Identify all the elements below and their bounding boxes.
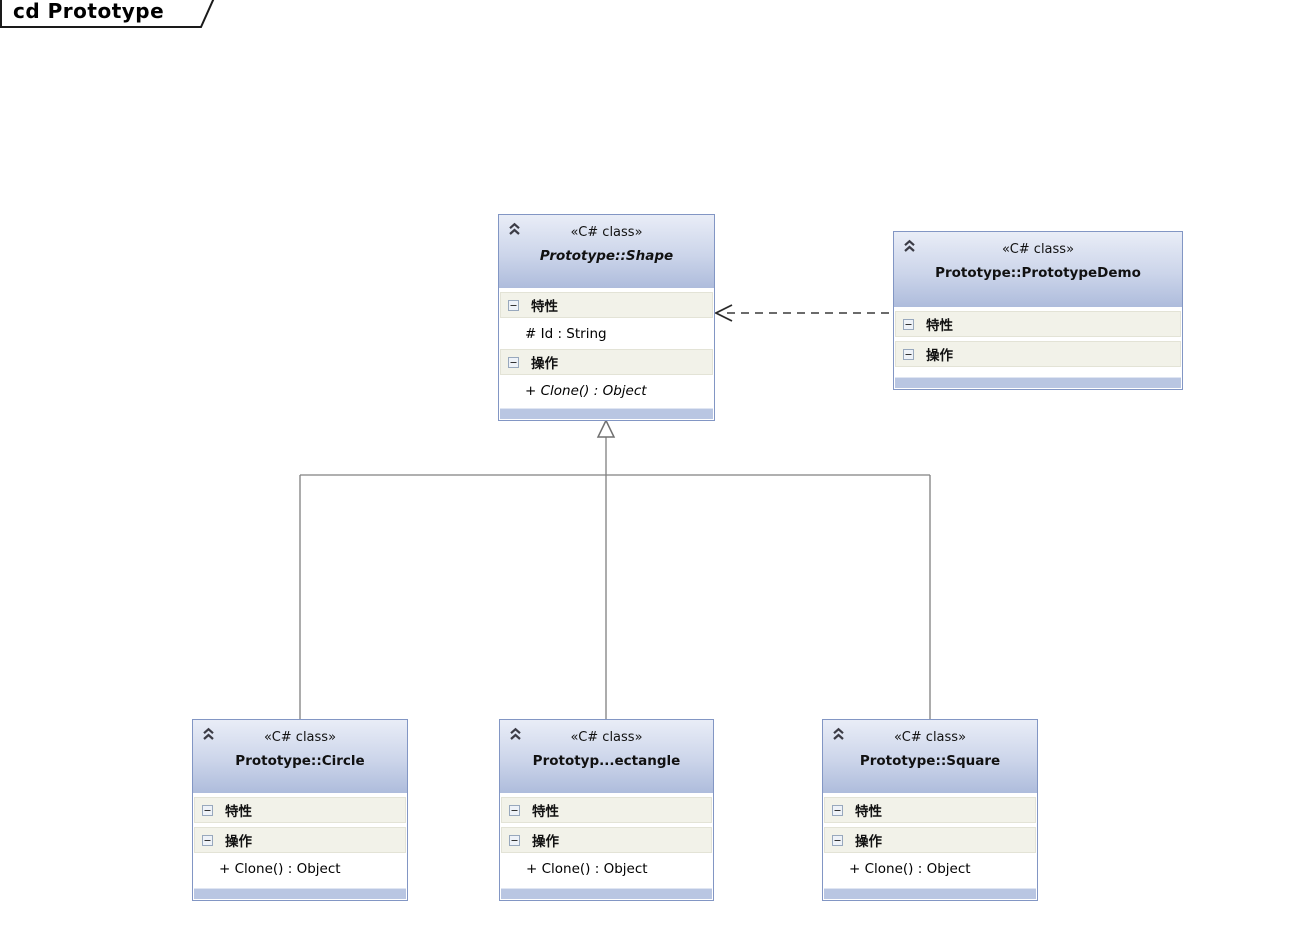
class-box-shape[interactable]: «C# class» Prototype::Shape 特性 # Id : St… xyxy=(498,214,715,421)
generalization-connector[interactable] xyxy=(299,418,931,720)
attributes-section-header[interactable]: 特性 xyxy=(895,311,1181,337)
class-box-prototype-demo[interactable]: «C# class» Prototype::PrototypeDemo 特性 操… xyxy=(893,231,1183,390)
class-box-rectangle[interactable]: «C# class» Prototyp...ectangle 特性 操作 + C… xyxy=(499,719,714,901)
minus-box-icon[interactable] xyxy=(832,804,843,816)
attributes-section-header[interactable]: 特性 xyxy=(194,797,406,823)
operations-section-label: 操作 xyxy=(225,834,252,850)
class-name: Prototype::PrototypeDemo xyxy=(935,265,1141,281)
operations-section-label: 操作 xyxy=(531,356,558,372)
operations-section-header[interactable]: 操作 xyxy=(500,349,713,375)
class-stereotype: «C# class» xyxy=(570,730,643,745)
footer-strip xyxy=(194,888,406,899)
operations-section-label: 操作 xyxy=(926,348,953,364)
class-name: Prototyp...ectangle xyxy=(532,753,681,769)
operations-section-label: 操作 xyxy=(855,834,882,850)
operation-row: + Clone() : Object xyxy=(193,855,407,882)
collapse-chevron-icon[interactable] xyxy=(831,727,846,741)
class-name: Prototype::Circle xyxy=(235,753,365,769)
class-header: «C# class» Prototype::Circle xyxy=(193,720,407,793)
attributes-section-label: 特性 xyxy=(532,804,559,820)
attributes-section-label: 特性 xyxy=(855,804,882,820)
collapse-chevron-icon[interactable] xyxy=(902,239,917,253)
dependency-open-arrowhead xyxy=(713,304,733,322)
operations-section-header[interactable]: 操作 xyxy=(501,827,712,853)
minus-box-icon[interactable] xyxy=(508,299,519,311)
class-stereotype: «C# class» xyxy=(1001,242,1075,257)
diagram-frame-tab: cd Prototype xyxy=(0,0,224,34)
frame-tab-shape xyxy=(0,0,215,28)
collapse-chevron-icon[interactable] xyxy=(508,727,523,741)
minus-box-icon[interactable] xyxy=(202,804,213,816)
collapse-chevron-icon[interactable] xyxy=(507,222,522,236)
minus-box-icon[interactable] xyxy=(509,804,520,816)
generalization-triangle-arrowhead xyxy=(596,418,616,438)
minus-box-icon[interactable] xyxy=(202,834,213,846)
footer-strip xyxy=(500,408,713,419)
operation-row: + Clone() : Object xyxy=(499,377,714,404)
operations-section-label: 操作 xyxy=(532,834,559,850)
class-name: Prototype::Shape xyxy=(539,248,674,264)
diagram-title: cd Prototype xyxy=(13,0,165,23)
class-stereotype: «C# class» xyxy=(893,730,967,745)
operations-section-header[interactable]: 操作 xyxy=(895,341,1181,367)
minus-box-icon[interactable] xyxy=(832,834,843,846)
attribute-row: # Id : String xyxy=(499,320,714,347)
operation-row: + Clone() : Object xyxy=(500,855,713,882)
minus-box-icon[interactable] xyxy=(508,356,519,368)
minus-box-icon[interactable] xyxy=(509,834,520,846)
attributes-section-header[interactable]: 特性 xyxy=(501,797,712,823)
class-header: «C# class» Prototype::PrototypeDemo xyxy=(894,232,1182,307)
class-box-circle[interactable]: «C# class» Prototype::Circle 特性 操作 + Clo… xyxy=(192,719,408,901)
class-header: «C# class» Prototyp...ectangle xyxy=(500,720,713,793)
collapse-chevron-icon[interactable] xyxy=(201,727,216,741)
class-header: «C# class» Prototype::Shape xyxy=(499,215,714,288)
footer-strip xyxy=(501,888,712,899)
operation-row: + Clone() : Object xyxy=(823,855,1037,882)
minus-box-icon[interactable] xyxy=(903,348,914,360)
minus-box-icon[interactable] xyxy=(903,318,914,330)
class-name: Prototype::Square xyxy=(859,753,1001,769)
footer-strip xyxy=(895,377,1181,388)
operations-section-header[interactable]: 操作 xyxy=(824,827,1036,853)
dependency-arrow[interactable] xyxy=(713,304,893,322)
class-box-square[interactable]: «C# class» Prototype::Square 特性 操作 + Clo… xyxy=(822,719,1038,901)
class-stereotype: «C# class» xyxy=(263,730,337,745)
attributes-section-label: 特性 xyxy=(531,299,558,315)
attributes-section-label: 特性 xyxy=(926,318,953,334)
footer-strip xyxy=(824,888,1036,899)
attributes-section-label: 特性 xyxy=(225,804,252,820)
operations-section-header[interactable]: 操作 xyxy=(194,827,406,853)
class-header: «C# class» Prototype::Square xyxy=(823,720,1037,793)
attributes-section-header[interactable]: 特性 xyxy=(500,292,713,318)
class-stereotype: «C# class» xyxy=(570,225,643,240)
attributes-section-header[interactable]: 特性 xyxy=(824,797,1036,823)
